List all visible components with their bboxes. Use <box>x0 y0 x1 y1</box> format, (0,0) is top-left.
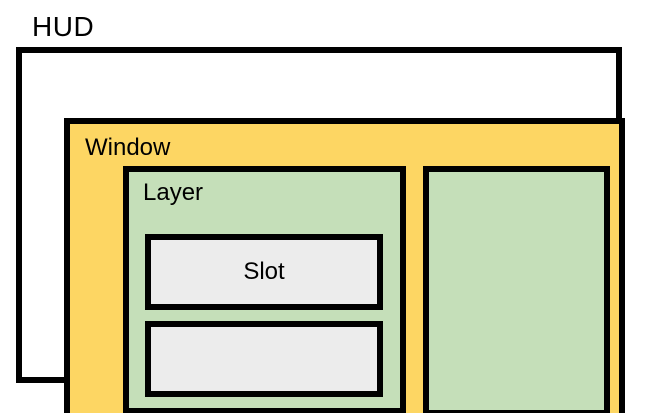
window-box: Window Layer Slot <box>64 118 625 413</box>
slot-box-labeled: Slot <box>145 234 383 310</box>
slot-label: Slot <box>243 258 285 285</box>
layer-box: Layer Slot <box>123 166 406 413</box>
slot-box-unlabeled <box>145 321 383 397</box>
hud-box: Window Layer Slot <box>16 47 625 413</box>
window-label: Window <box>85 134 171 161</box>
hud-label: HUD <box>32 11 95 42</box>
layer-box-right <box>423 166 610 413</box>
layer-label: Layer <box>143 179 204 206</box>
